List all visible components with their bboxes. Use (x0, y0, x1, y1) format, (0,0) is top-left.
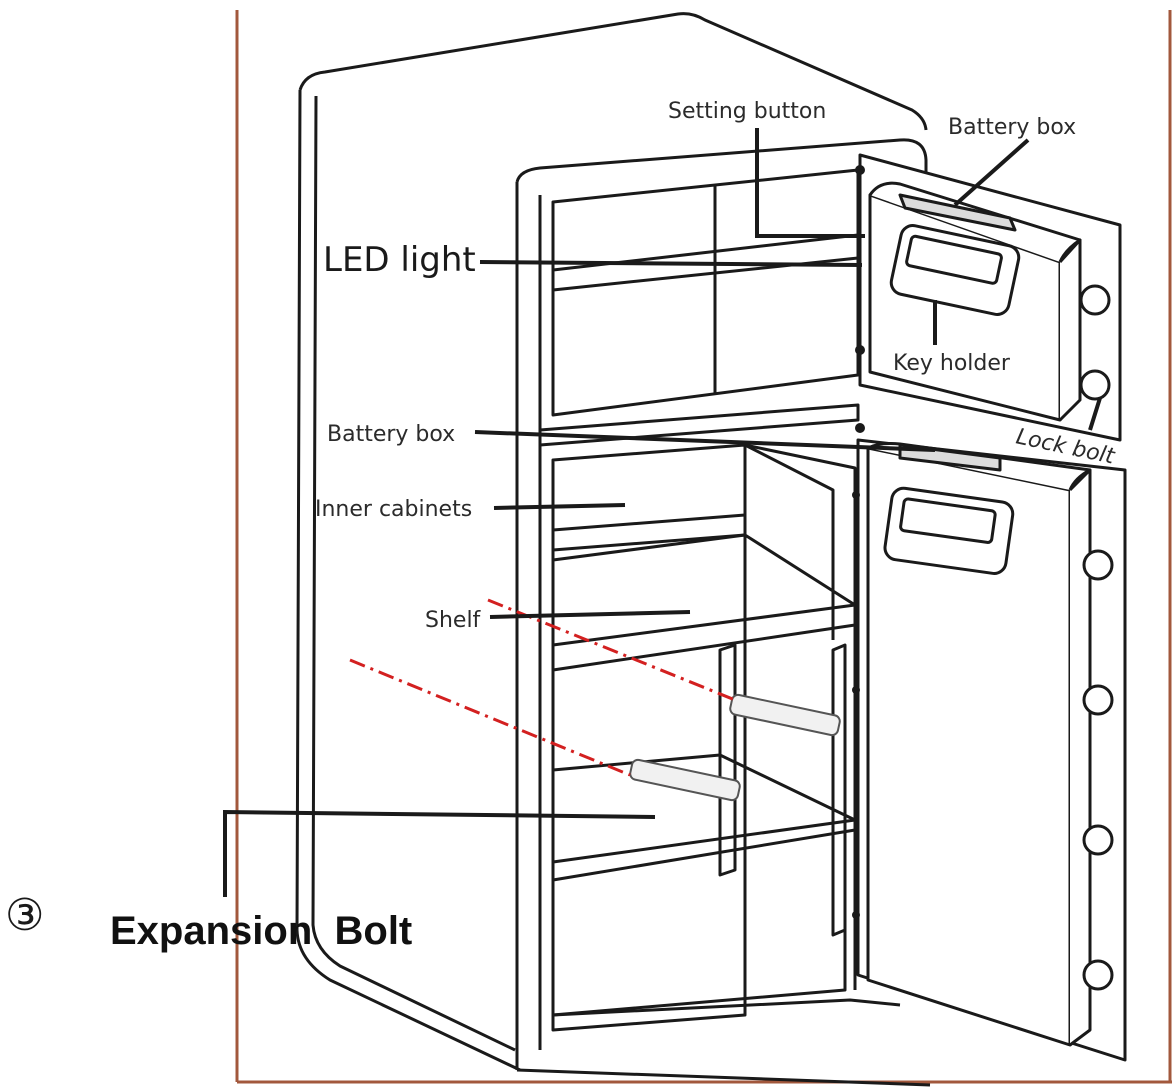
label-battery-box-top: Battery box (948, 115, 1076, 140)
picture-frame (235, 10, 1172, 1084)
caption-number: ③ (5, 890, 44, 941)
top-door (858, 153, 1122, 442)
leader-lines (223, 128, 1102, 897)
expansion-bolts (629, 693, 841, 802)
label-inner-cabinets: Inner cabinets (315, 497, 472, 522)
bolt-guide-lines (349, 598, 736, 777)
lower-door (856, 438, 1127, 1062)
label-key-holder: Key holder (893, 351, 1011, 376)
label-setting-button: Setting button (668, 99, 826, 124)
caption-text: Expansion Bolt (110, 909, 412, 953)
label-shelf: Shelf (425, 608, 482, 633)
label-battery-box-mid: Battery box (327, 422, 455, 447)
label-led-light: LED light (323, 240, 476, 280)
hinges (852, 165, 865, 919)
